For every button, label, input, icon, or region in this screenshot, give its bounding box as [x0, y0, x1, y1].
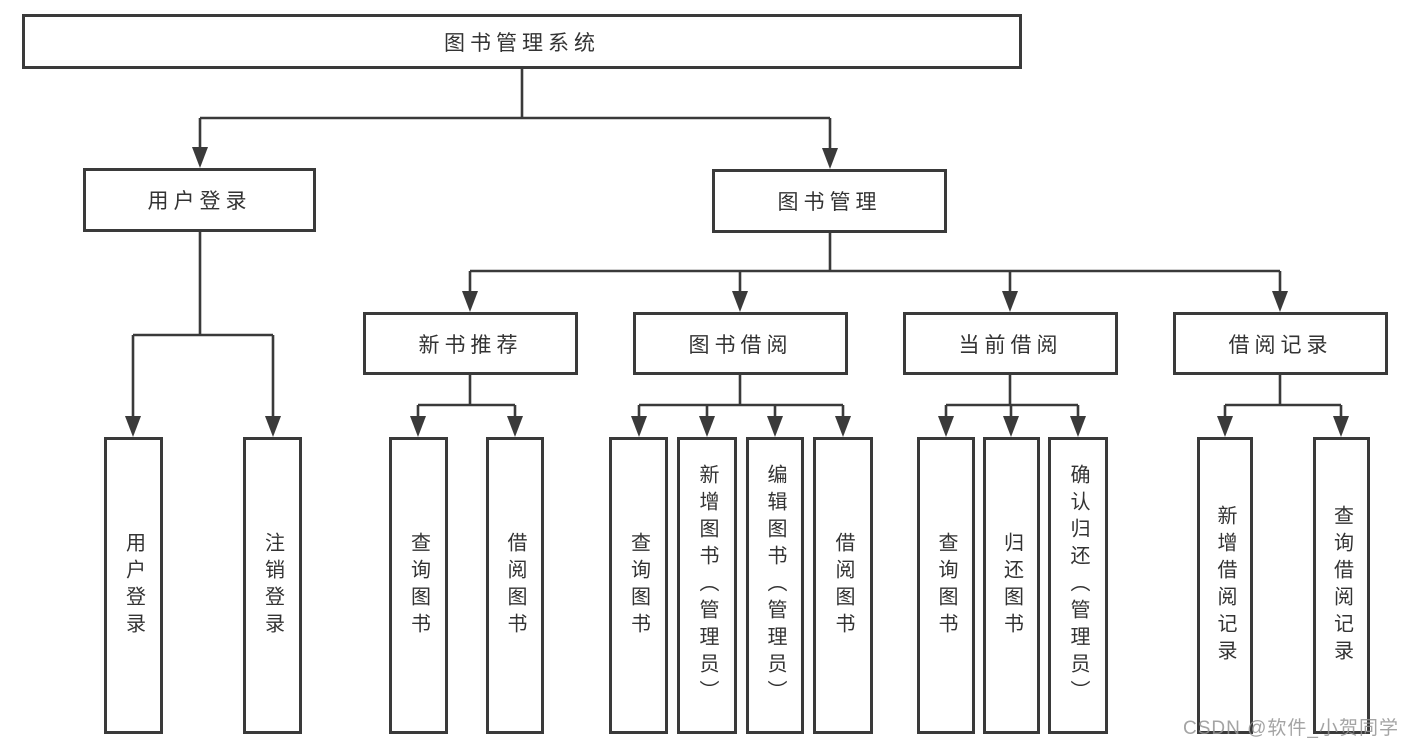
node-book-borrowing: 图书借阅	[633, 312, 848, 375]
node-borrowing-records: 借阅记录	[1173, 312, 1388, 375]
leaf-return-books: 归还图书	[983, 437, 1040, 734]
node-label: 借阅图书	[832, 531, 854, 640]
leaf-logout: 注销登录	[243, 437, 302, 734]
node-label: 查询图书	[627, 531, 650, 640]
node-label: 查询图书	[407, 531, 430, 640]
node-label: 确认归还（管理员）	[1067, 464, 1089, 707]
leaf-confirm-return-admin: 确认归还（管理员）	[1048, 437, 1108, 734]
node-label: 图书管理	[777, 191, 882, 214]
node-label: 借阅记录	[1228, 333, 1333, 357]
node-label: 新书推荐	[418, 333, 523, 357]
csdn-watermark: CSDN @软件_小贺同学	[1183, 718, 1399, 739]
leaf-query-books-borrowing: 查询图书	[609, 437, 668, 734]
node-label: 归还图书	[1000, 531, 1023, 640]
node-current-borrowing: 当前借阅	[903, 312, 1118, 375]
leaf-add-borrow-record: 新增借阅记录	[1197, 437, 1253, 734]
node-label: 图书借阅	[688, 333, 793, 357]
leaf-borrow-books: 借阅图书	[813, 437, 873, 734]
leaf-borrow-books-recommend: 借阅图书	[486, 437, 544, 734]
node-label: 用户登录	[147, 190, 252, 213]
node-label: 编辑图书（管理员）	[764, 464, 786, 707]
arrowheads	[125, 147, 1349, 437]
node-label: 查询借阅记录	[1330, 504, 1353, 667]
node-label: 新增借阅记录	[1214, 504, 1236, 667]
node-library-management-system: 图书管理系统	[22, 14, 1022, 69]
node-label: 新增图书（管理员）	[696, 464, 718, 707]
node-user-login: 用户登录	[83, 168, 316, 232]
leaf-edit-books-admin: 编辑图书（管理员）	[746, 437, 804, 734]
node-label: 用户登录	[122, 531, 145, 640]
node-label: 图书管理系统	[444, 31, 600, 55]
node-label: 查询图书	[935, 531, 957, 640]
leaf-query-books-recommend: 查询图书	[389, 437, 448, 734]
leaf-add-books-admin: 新增图书（管理员）	[677, 437, 737, 734]
node-new-book-recommendation: 新书推荐	[363, 312, 578, 375]
leaf-user-login: 用户登录	[104, 437, 163, 734]
leaf-query-books-current: 查询图书	[917, 437, 975, 734]
leaf-query-borrow-record: 查询借阅记录	[1313, 437, 1370, 734]
node-label: 借阅图书	[504, 531, 526, 640]
node-book-management: 图书管理	[712, 169, 947, 233]
node-label: 当前借阅	[958, 333, 1063, 357]
node-label: 注销登录	[261, 531, 284, 640]
